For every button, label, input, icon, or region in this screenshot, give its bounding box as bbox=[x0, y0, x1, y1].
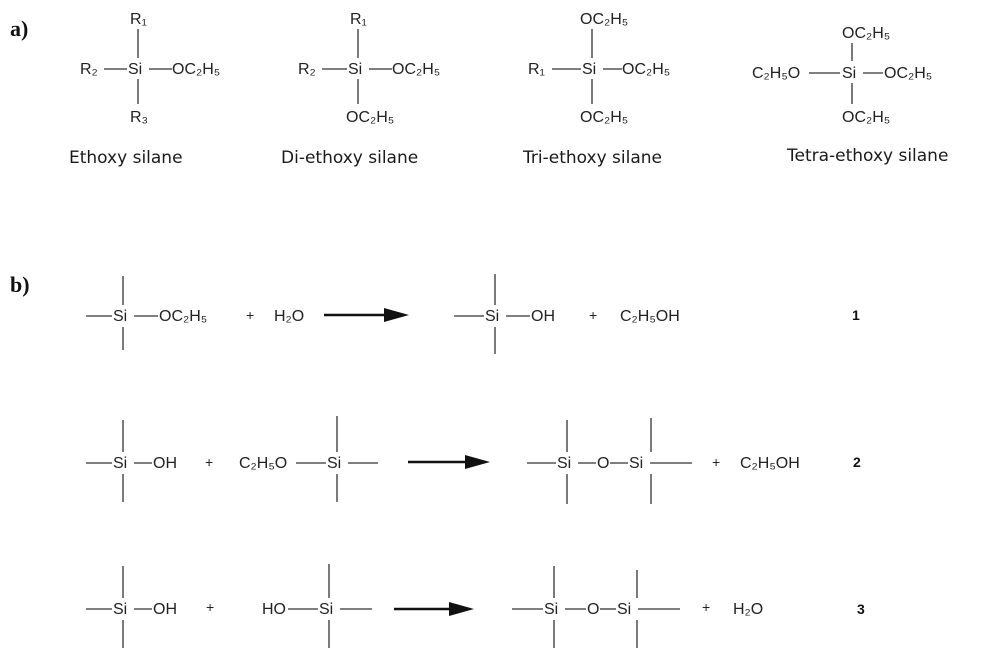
substituent-top: OC₂H₅ bbox=[842, 25, 890, 42]
silicon-atom: Si bbox=[629, 455, 643, 472]
substituent-top: R₁ bbox=[130, 11, 147, 28]
substituent-bottom: R₃ bbox=[130, 109, 148, 126]
reaction-arrow-head bbox=[465, 455, 490, 469]
ethoxy-group: OC₂H₅ bbox=[159, 308, 207, 325]
plus-sign: + bbox=[712, 454, 720, 470]
reaction-arrow-head bbox=[449, 602, 474, 616]
silicon-atom: Si bbox=[327, 455, 341, 472]
substituent-right: OC₂H₅ bbox=[622, 61, 670, 78]
silanol-group: OH bbox=[153, 455, 177, 472]
plus-sign: + bbox=[205, 454, 213, 470]
reaction-arrow-head bbox=[384, 308, 409, 322]
silicon-atom: Si bbox=[544, 601, 558, 618]
substituent-left: R₂ bbox=[298, 61, 316, 78]
ethanol-byproduct: C₂H₅OH bbox=[620, 308, 680, 325]
silicon-atom: Si bbox=[617, 601, 631, 618]
silicon-atom: Si bbox=[348, 61, 362, 78]
silanol-group: OH bbox=[153, 601, 177, 618]
substituent-top: OC₂H₅ bbox=[580, 11, 628, 28]
substituent-right: OC₂H₅ bbox=[172, 61, 220, 78]
substituent-left: C₂H₅O bbox=[752, 65, 800, 82]
substituent-top: R₁ bbox=[350, 11, 367, 28]
substituent-right: OC₂H₅ bbox=[884, 65, 932, 82]
silicon-atom: Si bbox=[485, 308, 499, 325]
caption-tetra-ethoxy-silane: Tetra-ethoxy silane bbox=[786, 146, 948, 166]
reaction-1-hydrolysis: Si OC₂H₅ + H₂O Si OH + C₂H₅OH 1 bbox=[86, 274, 860, 354]
substituent-bottom: OC₂H₅ bbox=[842, 109, 890, 126]
silicon-atom: Si bbox=[557, 455, 571, 472]
ethoxy-group: C₂H₅O bbox=[239, 455, 287, 472]
reaction-number: 3 bbox=[857, 601, 865, 617]
water-byproduct: H₂O bbox=[733, 601, 763, 618]
oxygen-bridge: O bbox=[587, 601, 599, 618]
structure-ethoxy-silane: R₁ R₂ Si OC₂H₅ R₃ bbox=[80, 11, 220, 126]
silicon-atom: Si bbox=[113, 308, 127, 325]
structure-tetra-ethoxy-silane: OC₂H₅ C₂H₅O Si OC₂H₅ OC₂H₅ bbox=[752, 25, 932, 126]
reaction-2-alcohol-condensation: Si OH + C₂H₅O Si Si O Si + C₂H₅OH 2 bbox=[86, 416, 861, 504]
structure-di-ethoxy-silane: R₁ R₂ Si OC₂H₅ OC₂H₅ bbox=[298, 11, 440, 126]
ethanol-byproduct: C₂H₅OH bbox=[740, 455, 800, 472]
substituent-bottom: OC₂H₅ bbox=[580, 109, 628, 126]
caption-di-ethoxy-silane: Di-ethoxy silane bbox=[281, 148, 418, 168]
panel-b-label: b) bbox=[10, 272, 30, 297]
silicon-atom: Si bbox=[582, 61, 596, 78]
oxygen-bridge: O bbox=[597, 455, 609, 472]
substituent-bottom: OC₂H₅ bbox=[346, 109, 394, 126]
plus-sign: + bbox=[206, 599, 214, 615]
silanol-group: OH bbox=[531, 308, 555, 325]
water-reagent: H₂O bbox=[274, 308, 304, 325]
reaction-number: 2 bbox=[853, 454, 861, 470]
substituent-left: R₂ bbox=[80, 61, 98, 78]
plus-sign: + bbox=[246, 307, 254, 323]
caption-ethoxy-silane: Ethoxy silane bbox=[69, 148, 183, 168]
structure-tri-ethoxy-silane: OC₂H₅ R₁ Si OC₂H₅ OC₂H₅ bbox=[528, 11, 670, 126]
substituent-left: R₁ bbox=[528, 61, 545, 78]
caption-tri-ethoxy-silane: Tri-ethoxy silane bbox=[522, 148, 662, 168]
reaction-3-water-condensation: Si OH + HO Si Si O Si + H₂O 3 bbox=[86, 564, 865, 648]
plus-sign: + bbox=[589, 307, 597, 323]
silicon-atom: Si bbox=[128, 61, 142, 78]
silicon-atom: Si bbox=[842, 65, 856, 82]
reaction-number: 1 bbox=[852, 307, 860, 323]
silicon-atom: Si bbox=[319, 601, 333, 618]
panel-a-label: a) bbox=[10, 16, 28, 41]
silicon-atom: Si bbox=[113, 455, 127, 472]
silicon-atom: Si bbox=[113, 601, 127, 618]
plus-sign: + bbox=[702, 599, 710, 615]
hydroxyl-group: HO bbox=[262, 601, 286, 618]
substituent-right: OC₂H₅ bbox=[392, 61, 440, 78]
